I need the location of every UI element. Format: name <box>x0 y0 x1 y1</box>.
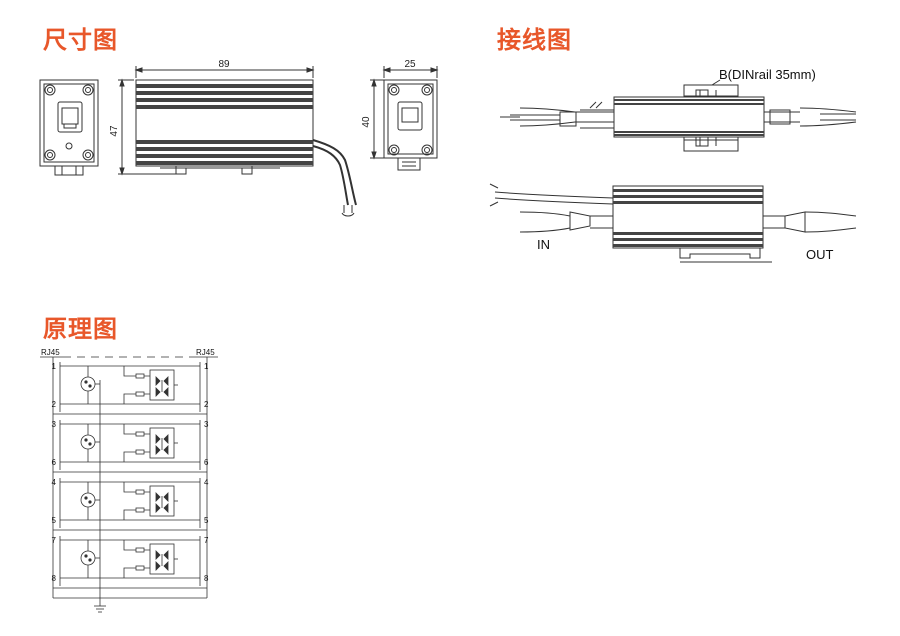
schematic-pin-blocks: 1 2 1 2 3 6 3 6 4 5 4 5 7 8 7 8 <box>52 362 209 589</box>
schematic-drawing <box>40 356 218 613</box>
pin-left-bottom-1: 2 <box>52 400 57 409</box>
pin-left-bottom-2: 6 <box>52 458 57 467</box>
dim-height-label: 47 <box>109 125 120 137</box>
rj45-left-label: RJ45 <box>41 348 60 357</box>
dim-length-label: 89 <box>218 59 230 70</box>
pin-block-3: 4 5 4 5 <box>52 478 209 531</box>
pin-left-bottom-3: 5 <box>52 516 57 525</box>
dim-width-label: 25 <box>404 59 416 70</box>
pin-left-bottom-4: 8 <box>52 574 57 583</box>
pin-right-bottom-2: 6 <box>204 458 209 467</box>
pin-left-top-4: 7 <box>52 536 57 545</box>
pin-right-top-2: 3 <box>204 420 209 429</box>
pin-left-top-3: 4 <box>52 478 57 487</box>
side-view <box>118 66 357 217</box>
pin-block-4: 7 8 7 8 <box>52 536 209 589</box>
pin-block-1: 1 2 1 2 <box>52 362 209 415</box>
pin-left-top-2: 3 <box>52 420 57 429</box>
pin-left-top-1: 1 <box>52 362 57 371</box>
pin-right-bottom-3: 5 <box>204 516 209 525</box>
dimensions-heading: 尺寸图 <box>43 26 118 54</box>
wiring-drawing: B(DINrail 35mm) IN OUT <box>489 67 857 263</box>
pin-right-top-3: 4 <box>204 478 209 487</box>
rj45-right-label: RJ45 <box>196 348 215 357</box>
dim-depth-label: 40 <box>361 116 372 128</box>
wiring-heading: 接线图 <box>497 26 572 54</box>
wiring-bottom-unit <box>489 183 857 263</box>
pin-right-bottom-1: 2 <box>204 400 209 409</box>
wiring-top-unit <box>500 79 857 152</box>
out-label: OUT <box>806 247 834 262</box>
pin-right-bottom-4: 8 <box>204 574 209 583</box>
dimension-drawing: 89 47 25 40 <box>39 59 439 217</box>
din-rail-label: B(DINrail 35mm) <box>719 67 816 82</box>
front-view-right <box>370 66 439 171</box>
pin-block-2: 3 6 3 6 <box>52 420 209 473</box>
pin-right-top-4: 7 <box>204 536 209 545</box>
front-view-left <box>39 79 99 176</box>
in-label: IN <box>537 237 550 252</box>
schematic-heading: 原理图 <box>43 315 118 343</box>
pin-right-top-1: 1 <box>204 362 209 371</box>
